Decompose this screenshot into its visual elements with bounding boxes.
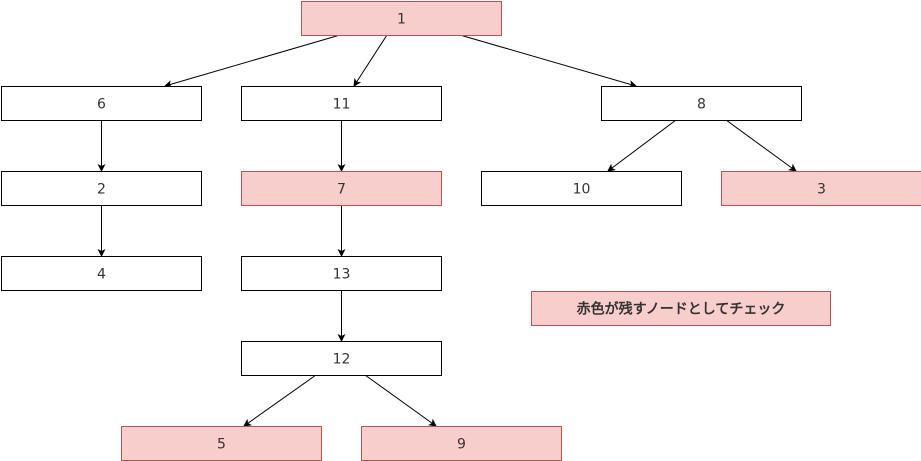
- edge-n1-n8: [459, 34, 637, 88]
- tree-node-3: 3: [721, 171, 921, 206]
- tree-node-11: 11: [241, 86, 442, 121]
- node-box: [301, 1, 502, 36]
- node-label: 8: [697, 97, 706, 113]
- node-box: [481, 171, 682, 206]
- node-label: 6: [97, 97, 106, 113]
- legend: 赤色が残すノードとしてチェック: [531, 291, 831, 326]
- legend-box: [531, 291, 831, 326]
- node-label: 3: [817, 182, 826, 198]
- node-label: 5: [217, 437, 226, 453]
- tree-node-7: 7: [241, 171, 442, 206]
- node-box: [121, 426, 322, 461]
- node-box: [1, 256, 202, 291]
- edge-n1-n6: [164, 34, 341, 88]
- node-box: [241, 86, 442, 121]
- node-box: [241, 256, 442, 291]
- tree-node-8: 8: [601, 86, 802, 121]
- tree-node-12: 12: [241, 341, 442, 376]
- edge-n1-n11: [353, 34, 388, 87]
- node-label: 2: [97, 182, 106, 198]
- node-label: 4: [97, 267, 106, 283]
- node-box: [1, 86, 202, 121]
- node-box: [361, 426, 562, 461]
- node-box: [1, 171, 202, 206]
- legend-label: 赤色が残すノードとしてチェック: [577, 301, 786, 318]
- node-label: 12: [333, 352, 351, 368]
- node-label: 9: [457, 437, 466, 453]
- tree-node-5: 5: [121, 426, 322, 461]
- node-box: [241, 171, 442, 206]
- node-label: 1: [397, 12, 406, 28]
- node-label: 13: [333, 267, 351, 283]
- node-box: [601, 86, 802, 121]
- node-box: [721, 171, 921, 206]
- edge-n8-n10: [607, 119, 677, 172]
- node-label: 10: [573, 182, 591, 198]
- tree-node-9: 9: [361, 426, 562, 461]
- tree-node-1: 1: [301, 1, 502, 36]
- node-label: 11: [333, 97, 351, 113]
- node-box: [241, 341, 442, 376]
- tree-node-13: 13: [241, 256, 442, 291]
- edges: [97, 34, 797, 427]
- edge-n12-n5: [243, 374, 317, 427]
- node-label: 7: [337, 182, 346, 198]
- tree-node-6: 6: [1, 86, 202, 121]
- tree-node-10: 10: [481, 171, 682, 206]
- tree-node-2: 2: [1, 171, 202, 206]
- tree-node-4: 4: [1, 256, 202, 291]
- edge-n12-n9: [364, 374, 437, 427]
- edge-n8-n3: [725, 119, 797, 172]
